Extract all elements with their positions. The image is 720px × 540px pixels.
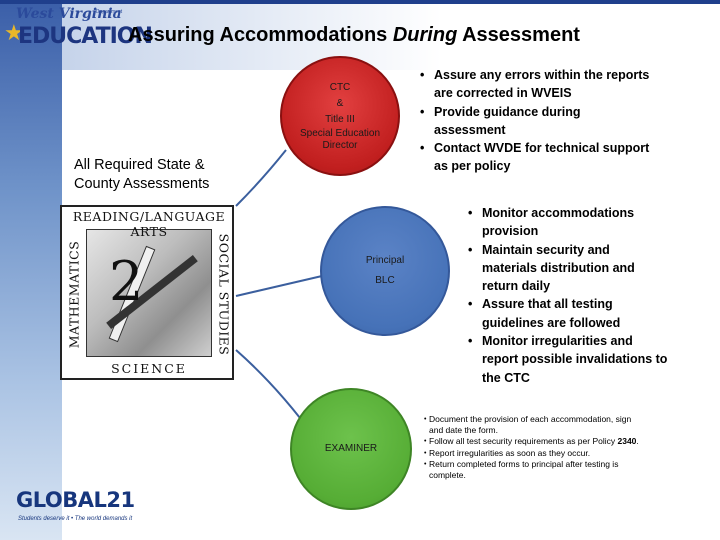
ctc-line: Special Education [299, 128, 381, 139]
list-item: Maintain security and materials distribu… [468, 241, 668, 296]
title-emphasis: During [392, 24, 458, 46]
list-item: Provide guidance during assessment [420, 103, 650, 140]
examiner-responsibilities: Document the provision of each accommoda… [424, 414, 644, 481]
principal-line: Principal [365, 255, 405, 266]
connector-ctc [235, 149, 287, 207]
graphic-center: 2 [86, 229, 212, 357]
connector-principal [235, 275, 323, 297]
examiner-line: EXAMINER [324, 443, 378, 454]
assessments-caption: All Required State & County Assessments [74, 157, 210, 192]
list-item: Return completed forms to principal afte… [424, 459, 644, 481]
graphic-number: 2 [109, 250, 144, 313]
principal-responsibilities: Monitor accommodations provision Maintai… [468, 204, 668, 387]
ctc-line: CTC [329, 82, 351, 93]
sidebar-band [0, 0, 62, 540]
ctc-line: Title III [325, 114, 355, 125]
header-gradient [62, 0, 442, 70]
examiner-node: EXAMINER [290, 388, 412, 510]
wv-education-logo: ★ West Virginia Department EDUCATION [4, 6, 153, 56]
ctc-line: Director [322, 140, 358, 151]
principal-node: Principal BLC [320, 206, 450, 336]
list-item: Monitor accommodations provision [468, 204, 668, 241]
slide-title: Assuring Accommodations During Assessmen… [128, 24, 580, 47]
list-item: Monitor irregularities and report possib… [468, 332, 668, 387]
subject-bottom-label: SCIENCE [111, 361, 187, 376]
global21-wordmark: GLOBAL21 [16, 488, 135, 512]
global21-tagline: Students deserve it • The world demands … [18, 516, 133, 522]
policy-end: . [636, 436, 639, 447]
global21-logo: GLOBAL21 Students deserve it • The world… [16, 488, 136, 528]
connector-examiner [235, 349, 301, 419]
list-item: Assure that all testing guidelines are f… [468, 295, 668, 332]
list-item: Assure any errors within the reports are… [420, 66, 650, 103]
wv-logo-line1: West Virginia [16, 6, 122, 22]
list-item: Follow all test security requirements as… [424, 436, 644, 447]
star-icon: ★ [4, 20, 24, 45]
policy-text: Follow all test security requirements as… [429, 436, 618, 447]
top-rule [0, 0, 720, 4]
list-item: Contact WVDE for technical support as pe… [420, 139, 650, 176]
title-before: Assuring Accommodations [128, 24, 393, 46]
title-after: Assessment [457, 24, 580, 46]
subjects-graphic: 2 READING/LANGUAGE ARTS MATHEMATICS SOCI… [60, 205, 234, 380]
list-item: Report irregularities as soon as they oc… [424, 448, 644, 459]
list-item: Document the provision of each accommoda… [424, 414, 644, 436]
subject-top-label: READING/LANGUAGE ARTS [72, 209, 226, 239]
ctc-responsibilities: Assure any errors within the reports are… [420, 66, 650, 176]
ctc-line: & [336, 98, 344, 109]
wv-logo-department: Department [96, 9, 123, 15]
wv-logo-line2: EDUCATION [18, 24, 153, 49]
policy-number: 2340 [617, 436, 637, 447]
ctc-node: CTC & Title III Special Education Direct… [280, 56, 400, 176]
principal-line: BLC [375, 275, 395, 286]
